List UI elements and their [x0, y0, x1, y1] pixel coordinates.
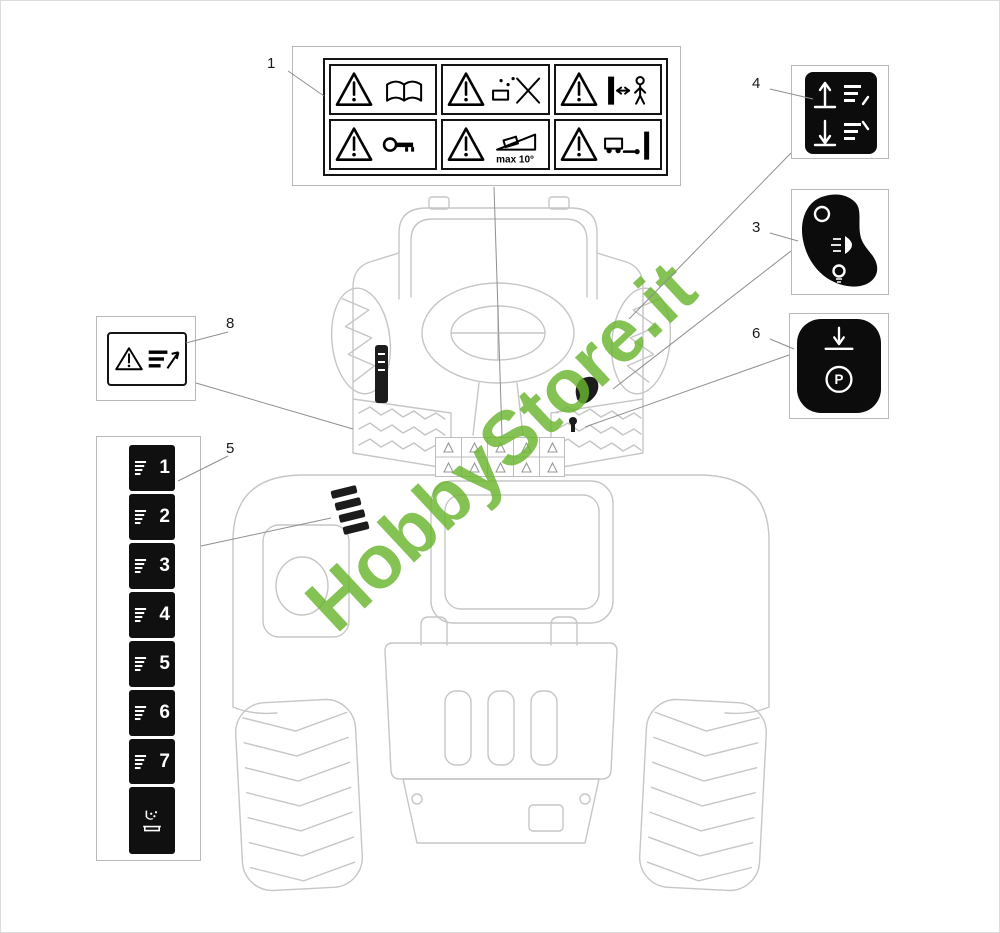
warning-cell-keep-distance [553, 64, 662, 115]
deck-wash-icon [143, 810, 161, 832]
height-level-number: 2 [159, 506, 170, 528]
dashboard-decal-grid [435, 437, 565, 477]
seat-base [430, 480, 614, 624]
bulb-icon [832, 264, 846, 278]
warning-cell-max-slope: max 10° [441, 119, 550, 170]
service-warning-decal [107, 332, 187, 386]
height-lines-icon [134, 754, 147, 770]
dashboard-decal [435, 437, 565, 482]
thrown-objects-warning-icon [448, 72, 541, 106]
height-level-5: 5 [129, 640, 175, 687]
rear-right-wheel [638, 698, 768, 892]
cutting-height-strip: 1 2 3 4 [129, 445, 175, 855]
height-level-number: 3 [159, 555, 170, 577]
service-stack-arrow-icon [148, 350, 179, 369]
deck-wash-cell [129, 787, 175, 855]
position-off-icon [813, 205, 831, 223]
warning-triangle-icon [114, 346, 143, 370]
height-level-2: 2 [129, 493, 175, 540]
no-riders-warning-icon [560, 127, 649, 161]
front-left-wheel [330, 287, 392, 395]
max-slope-text: max 10° [497, 155, 535, 166]
headlight-beam-icon [845, 236, 852, 254]
light-switch-decal [801, 194, 878, 287]
read-manual-warning-icon [335, 72, 423, 106]
height-level-3: 3 [129, 542, 175, 589]
height-level-number: 4 [159, 604, 170, 626]
callout-number-5[interactable]: 5 [226, 440, 235, 457]
warning-cell-no-riders [553, 119, 662, 170]
service-warning-decal-box[interactable] [96, 316, 196, 401]
height-lines-icon [134, 461, 147, 476]
light-switch-decal-box[interactable] [791, 189, 889, 295]
keep-distance-warning-icon [560, 72, 646, 106]
height-lever-decal [330, 485, 370, 535]
callout-number-6[interactable]: 6 [752, 325, 761, 342]
height-level-number: 6 [159, 702, 170, 724]
callout-number-4[interactable]: 4 [752, 75, 761, 92]
cutting-deck-lower-icon [813, 119, 870, 147]
height-level-number: 7 [159, 750, 170, 772]
warning-cell-thrown-objects [441, 64, 550, 115]
rear-left-wheel [234, 698, 364, 892]
side-decal-strip [375, 345, 388, 403]
height-level-6: 6 [129, 689, 175, 736]
height-level-number: 5 [159, 653, 170, 675]
height-lines-icon [134, 608, 147, 623]
throttle-lever [575, 376, 599, 404]
main-warning-decal: max 10° [323, 58, 668, 176]
cutting-deck-raise-icon [813, 81, 870, 109]
height-level-number: 1 [159, 457, 170, 479]
callout-number-8[interactable]: 8 [226, 315, 235, 332]
max-slope-warning-icon: max 10° [448, 127, 537, 166]
callout-number-3[interactable]: 3 [752, 219, 761, 236]
height-level-1: 1 [129, 445, 175, 491]
height-level-7: 7 [129, 738, 175, 785]
deck-lift-decal-box[interactable] [791, 65, 889, 159]
parking-brake-decal-box[interactable]: P [789, 313, 889, 419]
warning-cell-read-manual [329, 64, 438, 115]
height-lines-icon [134, 559, 147, 574]
warning-cell-remove-key [329, 119, 438, 170]
cutting-height-decal-box[interactable]: 1 2 3 4 [96, 436, 201, 861]
height-lines-icon [134, 657, 147, 672]
main-warning-decal-box[interactable]: max 10° [292, 46, 681, 186]
height-lines-icon [134, 510, 147, 525]
callout-number-1[interactable]: 1 [267, 55, 276, 72]
parking-brake-decal: P [797, 319, 881, 413]
remove-key-warning-icon [335, 127, 415, 161]
parking-brake-letter: P [835, 372, 844, 387]
height-lines-icon [134, 706, 147, 721]
ignition-key [569, 417, 577, 425]
front-right-wheel [610, 287, 672, 395]
height-level-4: 4 [129, 591, 175, 638]
parking-brake-icon: P [824, 326, 854, 393]
deck-lift-decal [805, 72, 877, 154]
